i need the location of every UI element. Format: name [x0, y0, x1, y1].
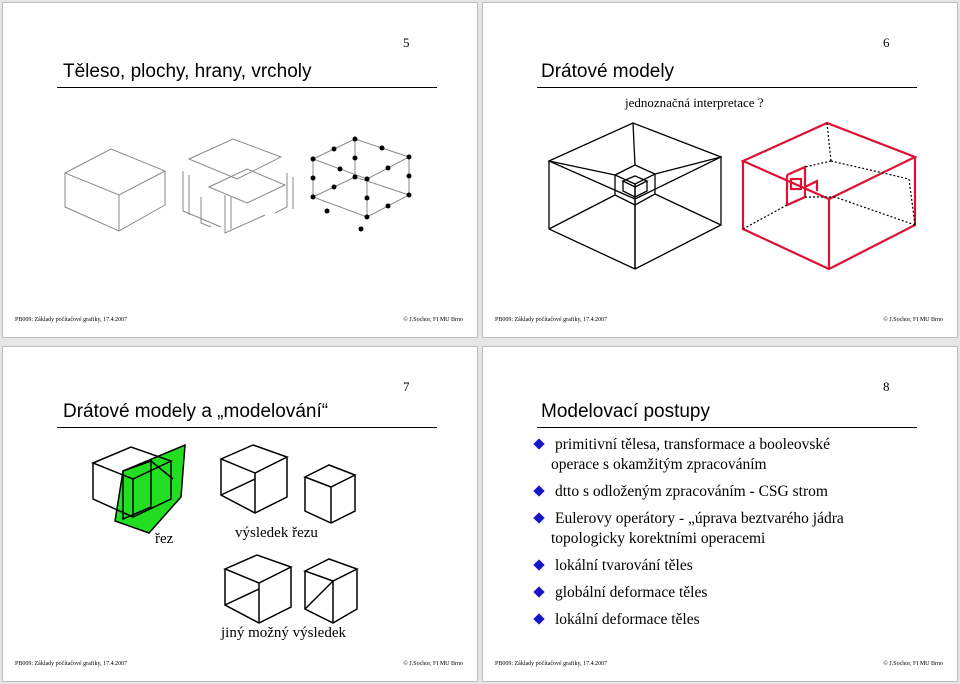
label-result: výsledek řezu — [235, 525, 318, 541]
footer-left: PB009: Základy počítačové grafiky, 17.4.… — [495, 661, 608, 667]
alternative-left-figure — [223, 554, 293, 624]
label-cut: řez — [155, 531, 174, 547]
slide-number: 7 — [403, 379, 410, 394]
slide-title: Modelovací postupy — [541, 401, 710, 422]
slide-6: 6 Drátové modely jednoznačná interpretac… — [482, 2, 958, 338]
slide-number: 5 — [403, 35, 410, 50]
slide-title: Drátové modely — [541, 61, 675, 82]
slide-8: 8 Modelovací postupy primitivní tělesa, … — [482, 346, 958, 682]
bullet-item: lokální deformace těles — [533, 610, 953, 630]
title-rule — [57, 87, 437, 88]
label-other: jiný možný výsledek — [221, 625, 346, 641]
diamond-bullet-icon — [533, 438, 545, 450]
slide-number: 8 — [883, 379, 890, 394]
result-left-figure — [219, 444, 289, 514]
tesseract-red-figure — [740, 121, 918, 271]
slide-title: Těleso, plochy, hrany, vrcholy — [63, 61, 312, 82]
tesseract-black-figure — [547, 122, 723, 270]
cut-plane-figure — [91, 443, 186, 534]
title-rule — [537, 87, 917, 88]
slide-7: 7 Drátové modely a „modelování“ řez výsl… — [2, 346, 478, 682]
title-rule — [57, 427, 437, 428]
title-rule — [537, 427, 917, 428]
bullet-item: Eulerovy operátory - „úprava beztvarého … — [533, 509, 953, 549]
diamond-bullet-icon — [533, 586, 545, 598]
footer-right: © J.Sochor, FI MU Brno — [883, 661, 943, 667]
slide-subtitle: jednoznačná interpretace ? — [625, 95, 764, 110]
bullet-item: dtto s odloženým zpracováním - CSG strom — [533, 482, 953, 502]
diamond-bullet-icon — [533, 559, 545, 571]
footer-left: PB009: Základy počítačové grafiky, 17.4.… — [495, 317, 608, 323]
footer-right: © J.Sochor, FI MU Brno — [403, 661, 463, 667]
slide-5: 5 Těleso, plochy, hrany, vrcholy — [2, 2, 478, 338]
alternative-right-figure — [303, 558, 359, 624]
bullet-item: primitivní tělesa, transformace a booleo… — [533, 435, 953, 475]
solid-box-figure — [63, 148, 167, 232]
vertices-figure — [310, 136, 412, 232]
footer-right: © J.Sochor, FI MU Brno — [883, 317, 943, 323]
slide-number: 6 — [883, 35, 890, 50]
footer-left: PB009: Základy počítačové grafiky, 17.4.… — [15, 661, 128, 667]
diamond-bullet-icon — [533, 512, 545, 524]
result-right-figure — [303, 464, 357, 524]
bullet-item: lokální tvarování těles — [533, 556, 953, 576]
diamond-bullet-icon — [533, 485, 545, 497]
exploded-faces-figure — [182, 138, 294, 234]
bullet-list: primitivní tělesa, transformace a booleo… — [533, 435, 953, 637]
slide-title: Drátové modely a „modelování“ — [63, 401, 329, 422]
footer-right: © J.Sochor, FI MU Brno — [403, 317, 463, 323]
diamond-bullet-icon — [533, 613, 545, 625]
bullet-item: globální deformace těles — [533, 583, 953, 603]
footer-left: PB009: Základy počítačové grafiky, 17.4.… — [15, 317, 128, 323]
